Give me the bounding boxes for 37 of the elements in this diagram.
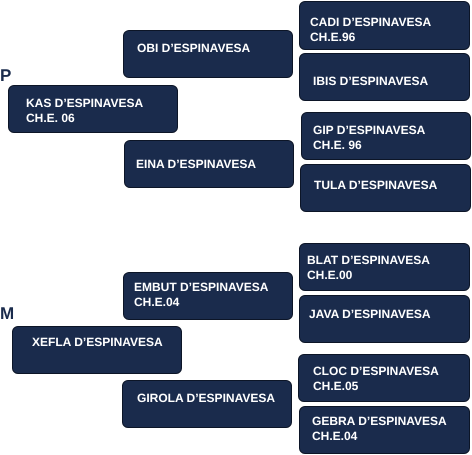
registration-code: CH.E.04 (312, 428, 358, 444)
animal-name: KAS D’ESPINAVESA (26, 96, 144, 110)
pedigree-box (123, 30, 293, 78)
animal-name: CLOC D’ESPINAVESA (313, 364, 439, 378)
pedigree-box (124, 140, 294, 188)
animal-name: EINA D’ESPINAVESA (136, 156, 256, 172)
animal-name: BLAT D’ESPINAVESA (307, 252, 430, 268)
parent-label: P (0, 67, 12, 84)
animal-name: EMBUT D’ESPINAVESA (134, 280, 268, 294)
pedigree-box (301, 112, 471, 160)
registration-code: CH.E.04 (134, 294, 180, 310)
pedigree-box (300, 164, 471, 212)
animal-name: GIROLA D’ESPINAVESA (137, 390, 276, 406)
registration-code: CH.E. 06 (26, 110, 75, 126)
pedigree-box (122, 380, 292, 428)
animal-name: XEFLA D’ESPINAVESA (32, 334, 163, 350)
animal-name: OBI D’ESPINAVESA (137, 40, 250, 56)
parent-label: M (0, 305, 14, 322)
registration-code: CH.E.00 (307, 268, 352, 282)
pedigree-box (299, 53, 470, 101)
animal-name: CADI D’ESPINAVESA (310, 14, 432, 30)
registration-code: CH.E. 96 (313, 138, 362, 152)
pedigree-box (123, 272, 293, 320)
animal-name: JAVA D’ESPINAVESA (309, 306, 431, 322)
pedigree-box (8, 85, 178, 133)
pedigree-box (299, 295, 470, 343)
animal-name: GIP D’ESPINAVESA (313, 122, 426, 138)
pedigree-box (299, 406, 470, 454)
animal-name: TULA D’ESPINAVESA (314, 178, 438, 192)
registration-code: CH.E.96 (310, 30, 356, 44)
pedigree-box (12, 326, 182, 374)
animal-name: GEBRA D’ESPINAVESA (312, 414, 447, 428)
pedigree-box (298, 354, 470, 402)
pedigree-box (299, 243, 470, 291)
registration-code: CH.E.05 (313, 378, 358, 394)
pedigree-box (299, 1, 470, 50)
animal-name: IBIS D’ESPINAVESA (313, 74, 428, 88)
